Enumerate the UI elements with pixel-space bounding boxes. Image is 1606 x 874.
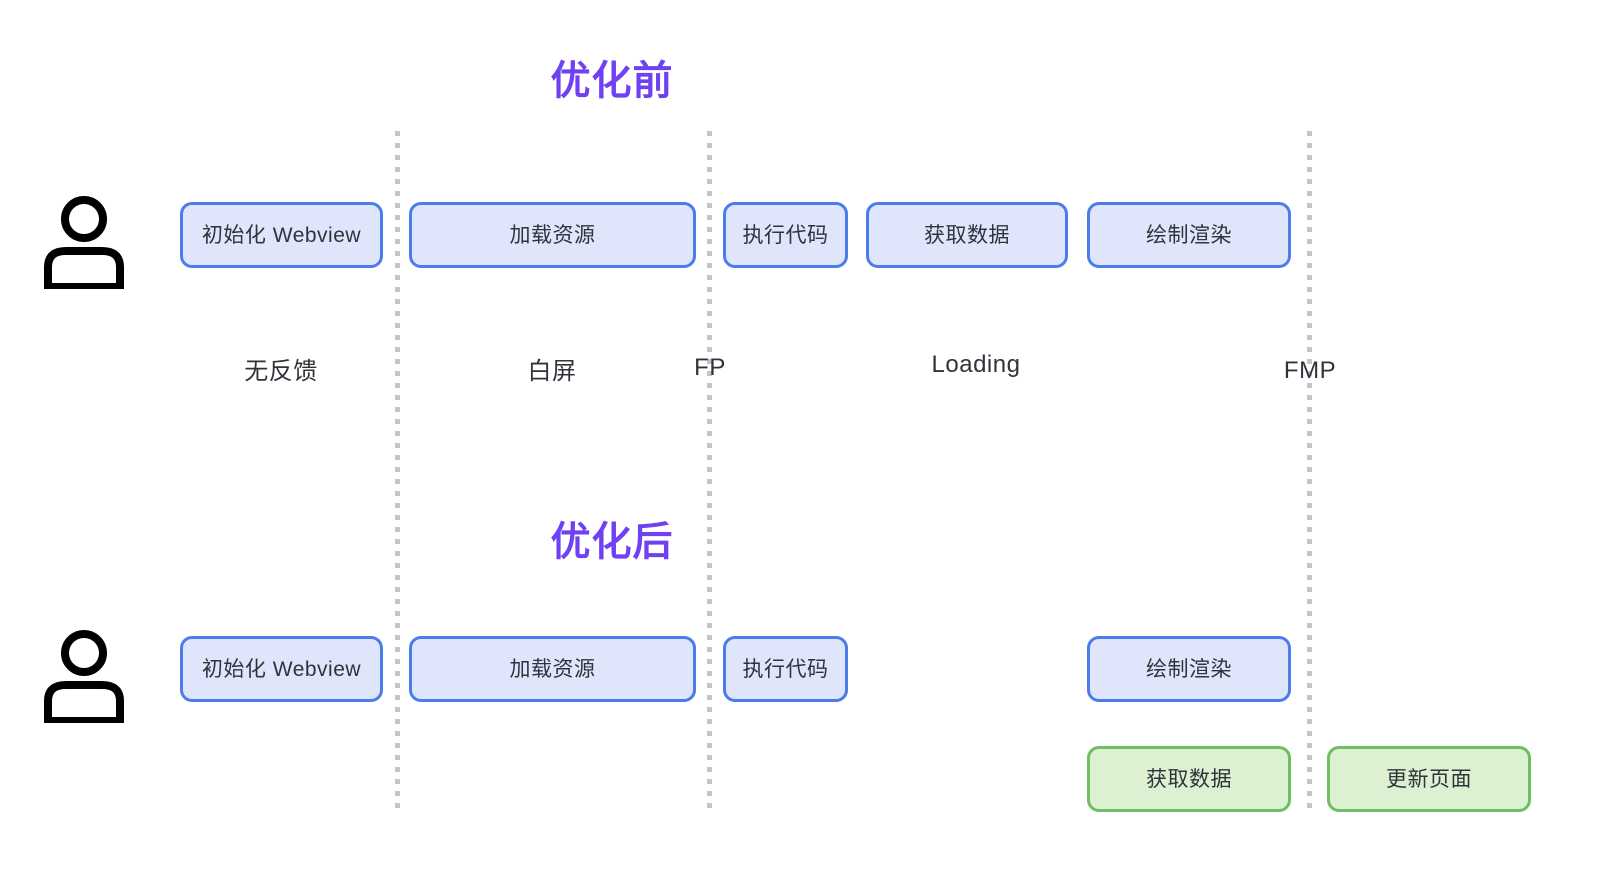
process-box-update-page[interactable]: 更新页面 [1327,746,1531,812]
process-box-execute-code[interactable]: 执行代码 [723,202,848,268]
process-box-init-webview[interactable]: 初始化 Webview [180,636,383,702]
phase-label-loading: Loading [931,351,1021,378]
process-box-load-resources[interactable]: 加载资源 [409,636,696,702]
phase-label-white-screen: 白屏 [527,358,577,385]
process-box-render[interactable]: 绘制渲染 [1087,202,1291,268]
process-box-init-webview[interactable]: 初始化 Webview [180,202,383,268]
process-box-render[interactable]: 绘制渲染 [1087,636,1291,702]
process-box-load-resources[interactable]: 加载资源 [409,202,696,268]
timeline-guide-line-fp-start [395,131,400,810]
person-icon [44,630,124,723]
section-title-after: 优化后 [550,520,674,564]
process-box-fetch-data[interactable]: 获取数据 [1087,746,1291,812]
section-title-before: 优化前 [550,59,674,103]
process-box-fetch-data[interactable]: 获取数据 [866,202,1068,268]
timeline-guide-line-fp [707,131,712,810]
phase-label-fp: FP [694,354,726,381]
phase-label-no-feedback: 无反馈 [244,358,318,385]
phase-label-fmp: FMP [1283,357,1337,384]
timeline-guide-line-fmp [1307,131,1312,810]
person-icon [44,196,124,289]
process-box-execute-code[interactable]: 执行代码 [723,636,848,702]
